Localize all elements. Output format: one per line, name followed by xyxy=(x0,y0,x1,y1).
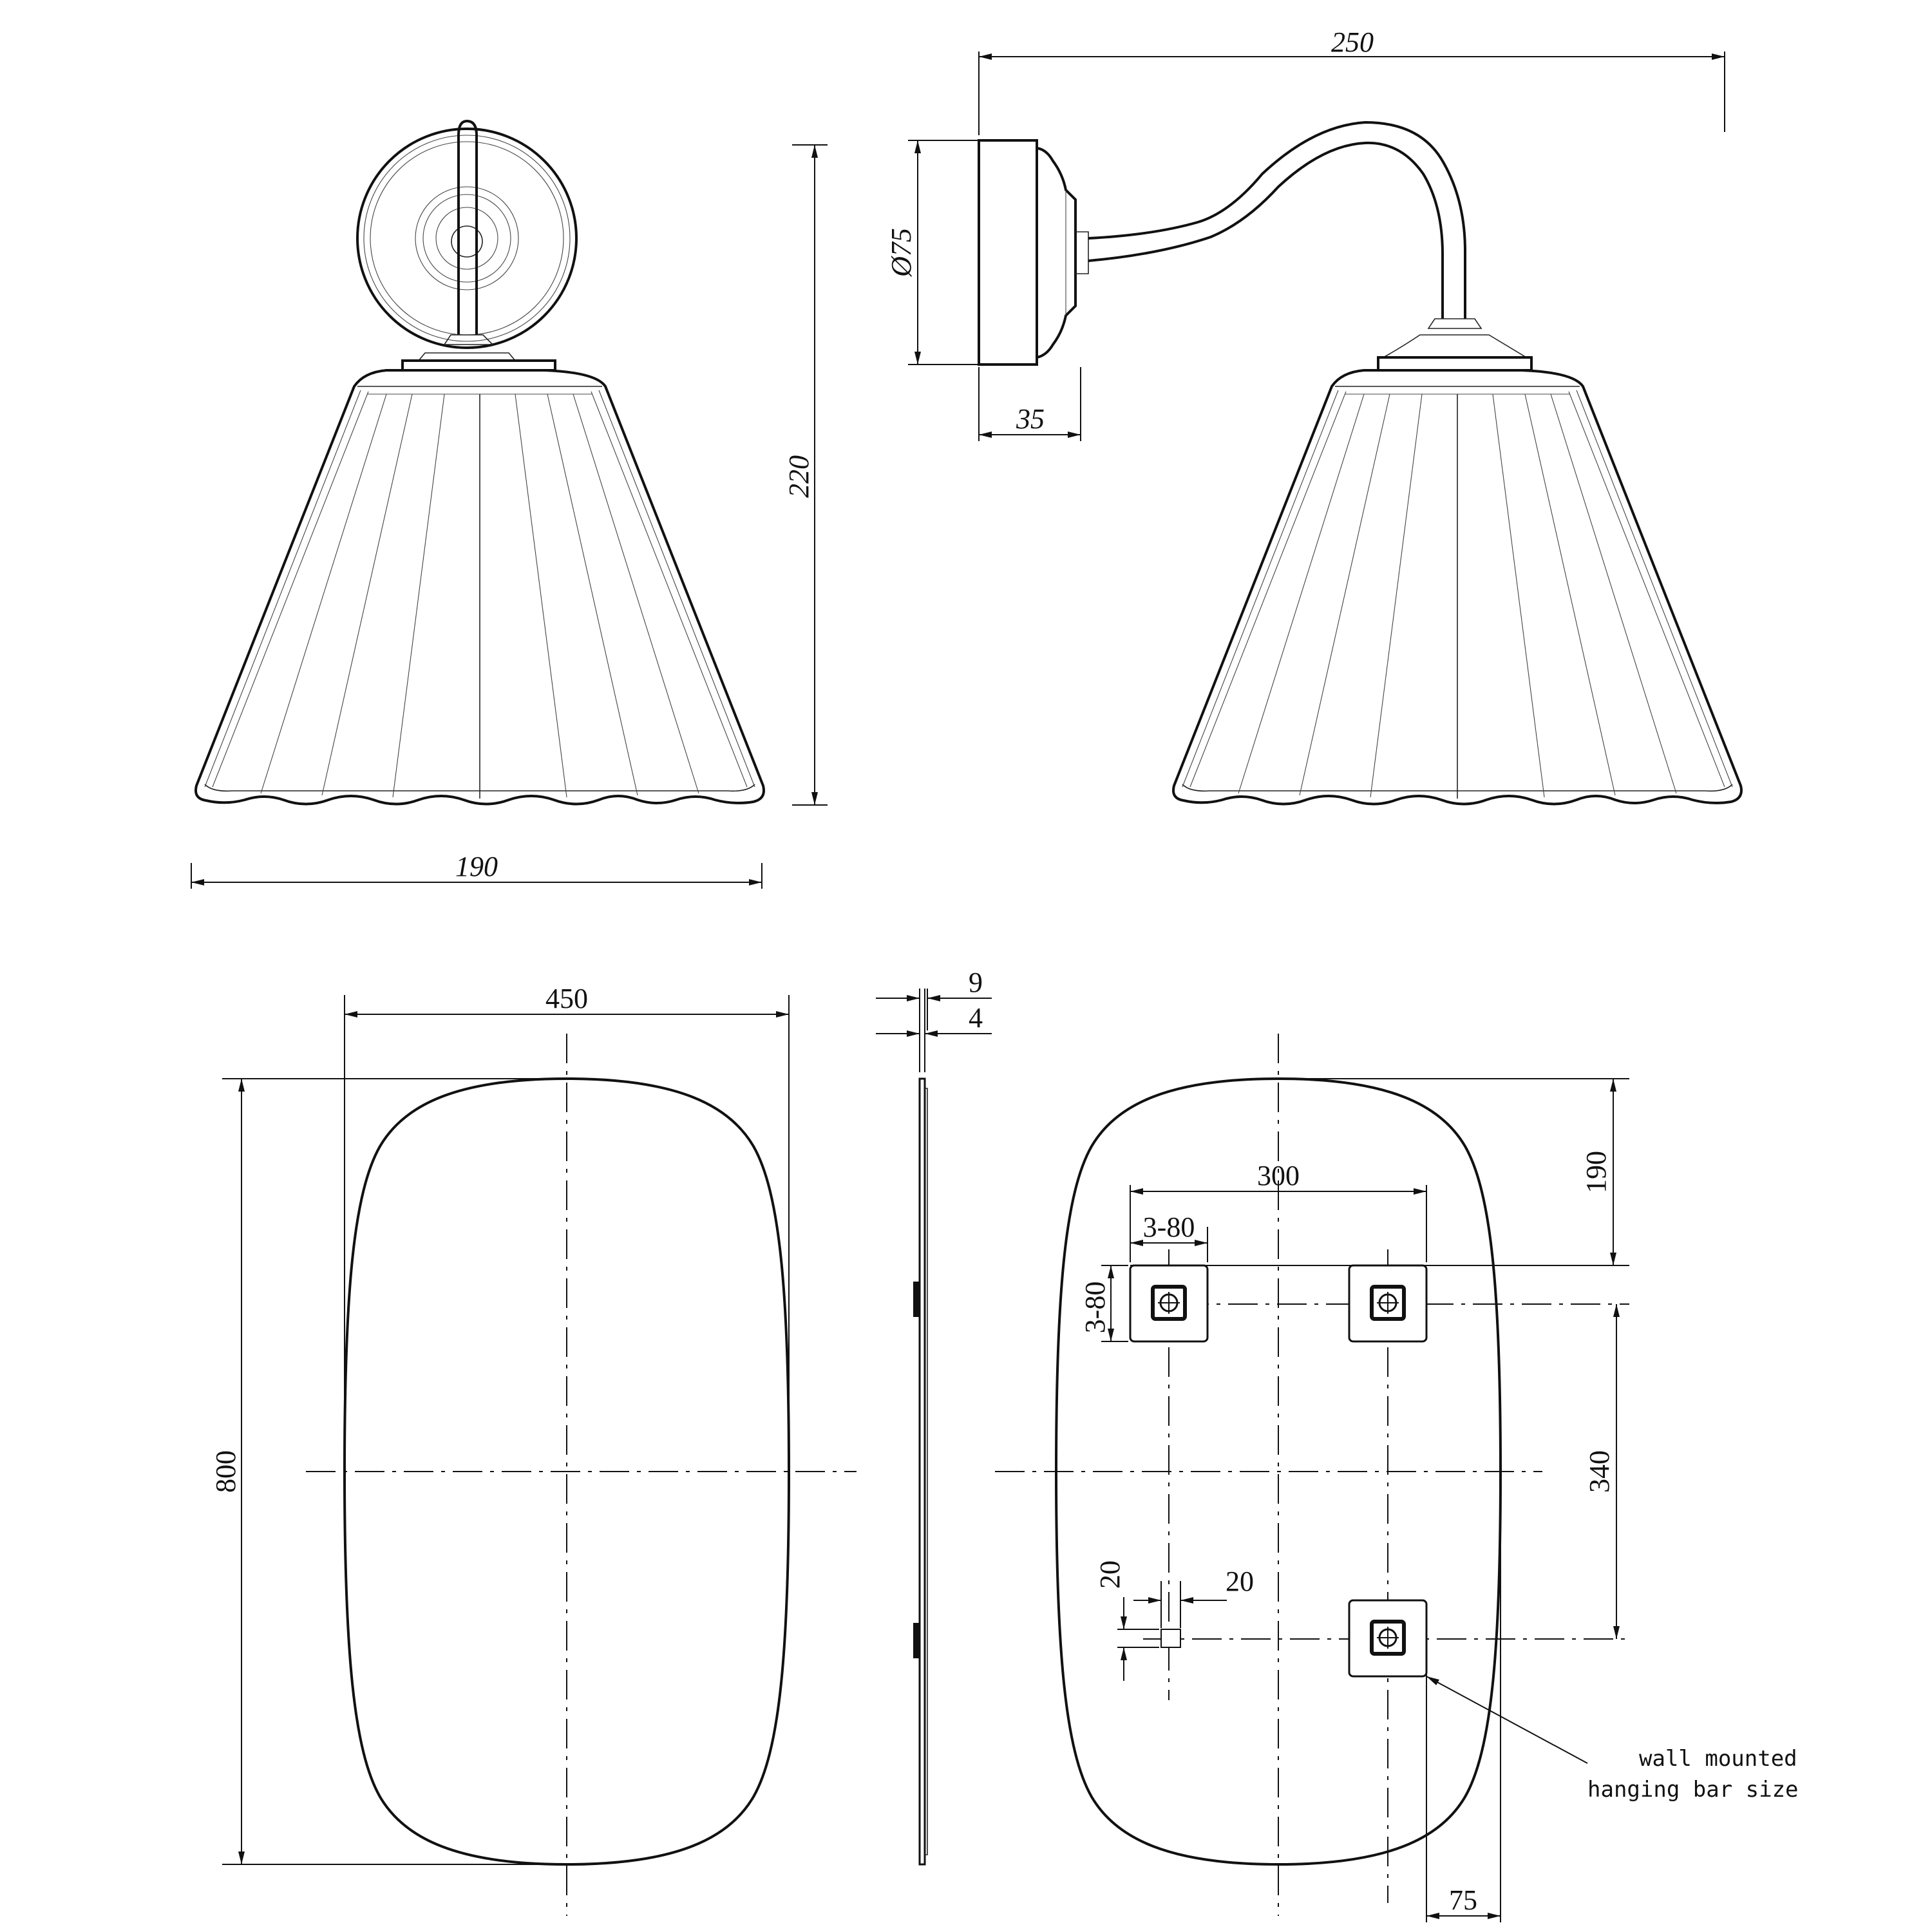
dim-hanger-bar-w: 20 xyxy=(1226,1566,1254,1597)
lamp-shade-side xyxy=(1172,369,1743,806)
dim-mirror-height: 800 xyxy=(210,1450,242,1493)
lamp-arm xyxy=(457,119,478,335)
annotation-line-2: hanging bar size xyxy=(1587,1777,1799,1803)
dim-bracket-size-h: 3-80 xyxy=(1143,1211,1195,1243)
dim-hanger-bar-h: 20 xyxy=(1094,1560,1126,1589)
dim-backplate-depth: 35 xyxy=(1016,403,1045,435)
dim-lamp-width: 190 xyxy=(455,851,498,882)
mirror-back-view: 300 3-80 3-80 190 340 20 20 xyxy=(995,1034,1799,1922)
lamp-shade-front xyxy=(194,369,765,806)
mirror-outline-back xyxy=(1054,1077,1502,1866)
mirror-glass-edge xyxy=(918,1077,926,1866)
dim-mirror-thickness-total: 9 xyxy=(969,967,983,998)
dim-lamp-height: 220 xyxy=(783,455,815,498)
hanging-bracket-bottom xyxy=(1348,1599,1428,1678)
lamp-backplate xyxy=(978,139,1038,366)
hanger-bar-reference xyxy=(1160,1629,1181,1648)
lamp-wall-plate xyxy=(356,128,578,349)
lamp-curved-arm xyxy=(1088,120,1466,319)
mirror-side-profile: 9 4 xyxy=(876,967,992,1866)
dim-mirror-thickness-glass: 4 xyxy=(969,1002,983,1034)
dim-bracket-spacing-v: 340 xyxy=(1584,1450,1615,1493)
dim-top-to-bracket: 190 xyxy=(1580,1151,1612,1193)
dim-bracket-size-v: 3-80 xyxy=(1079,1282,1111,1334)
lamp-side-view: 250 Ø75 35 xyxy=(886,26,1743,806)
annotation-leader xyxy=(1426,1676,1588,1764)
dim-bracket-edge-offset: 75 xyxy=(1449,1884,1477,1916)
lamp-front-view: 190 220 xyxy=(191,119,828,889)
annotation-line-1: wall mounted xyxy=(1639,1746,1797,1772)
dim-lamp-projection: 250 xyxy=(1331,26,1374,58)
mirror-front-view: 450 800 xyxy=(210,983,857,1916)
dim-backplate-diameter: Ø75 xyxy=(886,228,917,278)
dim-mirror-width: 450 xyxy=(545,983,588,1014)
dim-bracket-spacing-h: 300 xyxy=(1257,1160,1300,1191)
hanging-bracket-top-right xyxy=(1348,1264,1428,1343)
hanging-bracket-top-left xyxy=(1129,1264,1209,1343)
